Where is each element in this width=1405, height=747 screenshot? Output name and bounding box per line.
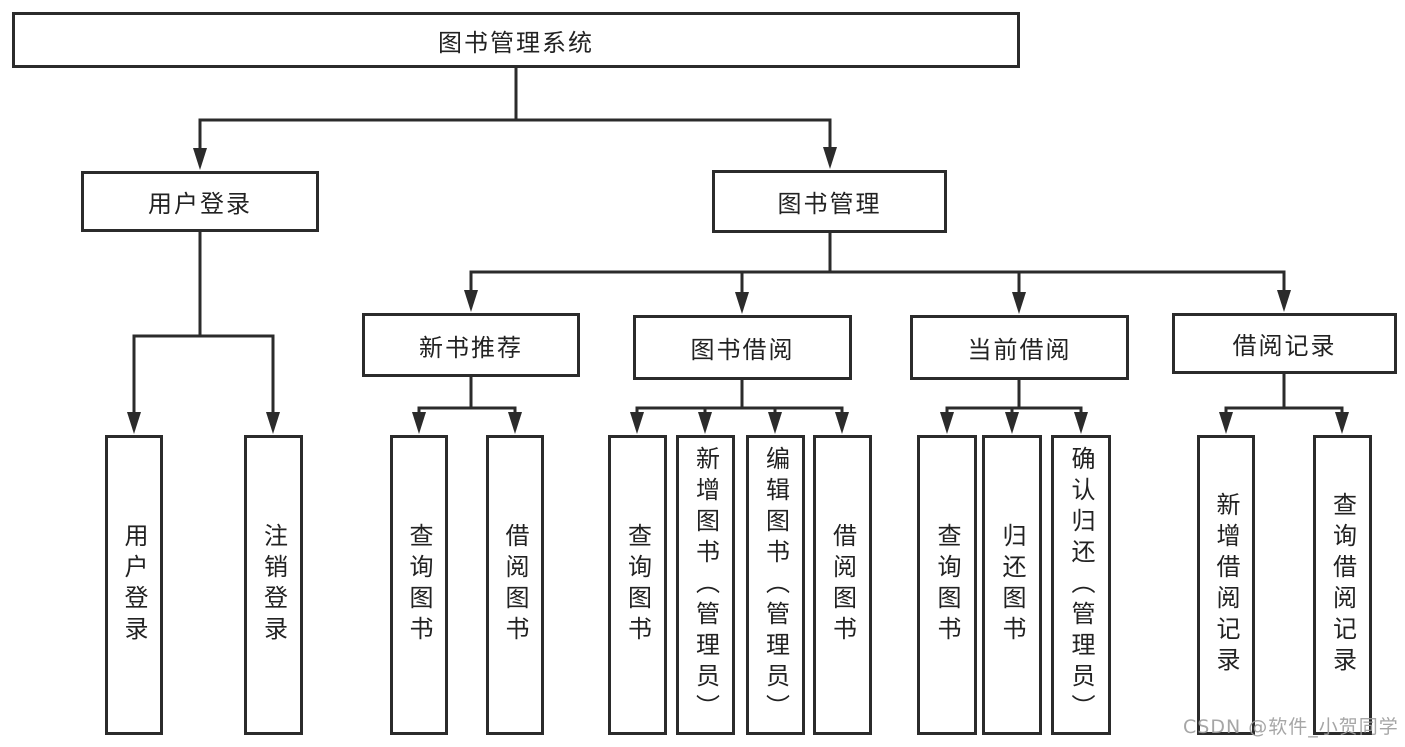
connector-new-book-to-children bbox=[417, 376, 517, 416]
node-current-borrowing: 当前借阅 bbox=[910, 315, 1129, 380]
node-label: 图书管理 bbox=[777, 190, 882, 218]
node-label: 查询图书 bbox=[933, 523, 961, 647]
node-label: 查询借阅记录 bbox=[1328, 492, 1357, 678]
node-book-borrowing: 图书借阅 bbox=[633, 315, 852, 380]
node-label: 新增借阅记录 bbox=[1212, 492, 1240, 678]
node-label: 当前借阅 bbox=[967, 336, 1072, 364]
connector-current-borrowing-to-children bbox=[945, 378, 1083, 416]
node-return-books: 归还图书 bbox=[982, 435, 1042, 735]
node-borrow-books-borrow: 借阅图书 bbox=[813, 435, 872, 735]
connector-root-to-level2 bbox=[198, 68, 832, 152]
node-new-book-recommendation: 新书推荐 bbox=[362, 313, 580, 377]
arrowheads bbox=[127, 147, 1349, 434]
node-edit-books-admin: 编辑图书（管理员） bbox=[746, 435, 805, 735]
node-label: 归还图书 bbox=[998, 523, 1026, 647]
node-label: 借阅记录 bbox=[1232, 332, 1337, 360]
node-query-borrow-record: 查询借阅记录 bbox=[1313, 435, 1372, 735]
node-add-borrow-record: 新增借阅记录 bbox=[1197, 435, 1255, 735]
node-label: 用户登录 bbox=[148, 190, 252, 218]
node-borrowing-records: 借阅记录 bbox=[1172, 313, 1397, 374]
node-user-login-leaf: 用户登录 bbox=[105, 435, 163, 735]
node-confirm-return-admin: 确认归还（管理员） bbox=[1051, 435, 1111, 735]
node-label: 图书借阅 bbox=[690, 336, 795, 364]
node-label: 新书推荐 bbox=[419, 333, 523, 362]
node-label: 确认归还（管理员） bbox=[1067, 445, 1095, 725]
node-add-books-admin: 新增图书（管理员） bbox=[676, 435, 735, 735]
node-library-management-system: 图书管理系统 bbox=[12, 12, 1020, 68]
node-label: 注销登录 bbox=[259, 523, 288, 647]
node-logout: 注销登录 bbox=[244, 435, 303, 735]
node-label: 借阅图书 bbox=[501, 523, 529, 647]
node-label: 新增图书（管理员） bbox=[691, 445, 720, 725]
csdn-watermark: CSDN @软件_小贺同学 bbox=[1183, 716, 1399, 738]
node-user-login: 用户登录 bbox=[81, 171, 319, 232]
node-query-books-current: 查询图书 bbox=[917, 435, 977, 735]
node-book-management: 图书管理 bbox=[712, 170, 947, 233]
node-borrow-books-recommend: 借阅图书 bbox=[486, 435, 544, 735]
connector-user-login-to-children bbox=[132, 232, 275, 416]
node-label: 借阅图书 bbox=[828, 523, 857, 647]
node-query-books-recommend: 查询图书 bbox=[390, 435, 448, 735]
connector-book-management-to-level3 bbox=[469, 231, 1286, 297]
node-label: 查询图书 bbox=[623, 523, 652, 647]
node-query-books-borrow: 查询图书 bbox=[608, 435, 667, 735]
node-label: 查询图书 bbox=[405, 523, 433, 647]
node-label: 编辑图书（管理员） bbox=[761, 445, 790, 725]
node-label: 图书管理系统 bbox=[438, 28, 594, 57]
connector-borrowing-records-to-children bbox=[1224, 372, 1344, 416]
node-label: 用户登录 bbox=[120, 523, 148, 647]
connector-book-borrowing-to-children bbox=[635, 378, 844, 416]
